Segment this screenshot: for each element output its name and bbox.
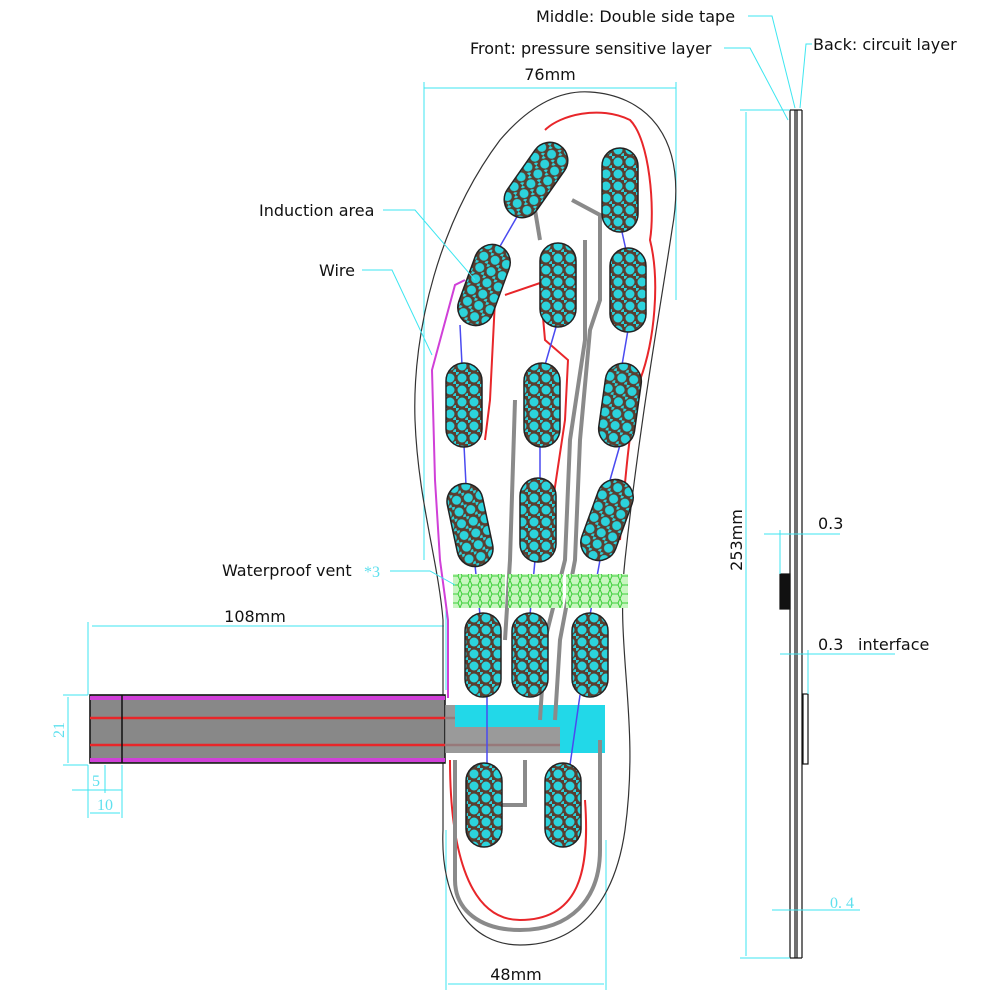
dim-tail-10: 10 xyxy=(97,797,113,814)
induction-sensor-2 xyxy=(601,147,639,233)
dim-heel xyxy=(445,830,607,990)
thickness-front-label: 0.3 xyxy=(818,514,843,533)
induction-sensor-9 xyxy=(446,482,494,568)
induction-sensor-14 xyxy=(571,612,609,698)
vent-1 xyxy=(453,574,505,608)
side-view xyxy=(779,109,809,959)
callout-leaders xyxy=(362,15,812,586)
induction-sensor-12 xyxy=(464,612,502,698)
interface-label: interface xyxy=(858,635,929,654)
dim-heel-label: 48mm xyxy=(490,965,542,984)
insole-outline xyxy=(89,91,677,946)
induction-sensors xyxy=(445,141,647,848)
wire-trace xyxy=(430,279,466,698)
induction-sensor-6 xyxy=(445,362,483,448)
induction-area-label: Induction area xyxy=(259,201,374,220)
wire-label: Wire xyxy=(319,261,355,280)
induction-sensor-3 xyxy=(457,243,511,327)
dim-tail-width: 21 xyxy=(51,722,68,738)
induction-sensor-15 xyxy=(465,762,503,848)
induction-sensor-8 xyxy=(597,362,643,448)
front-layer-label: Front: pressure sensitive layer xyxy=(470,39,712,58)
induction-sensor-11 xyxy=(580,478,634,562)
back-layer-label: Back: circuit layer xyxy=(813,35,957,54)
induction-sensor-10 xyxy=(519,477,557,563)
induction-sensor-16 xyxy=(544,762,582,848)
thickness-total-label: 0. 4 xyxy=(830,895,854,912)
waterproof-vent-label: Waterproof vent xyxy=(222,561,352,580)
vent-3 xyxy=(566,574,628,608)
vent-count-label: *3 xyxy=(364,564,380,581)
tail-cable xyxy=(89,694,605,764)
induction-sensor-7 xyxy=(523,362,561,448)
induction-sensor-13 xyxy=(511,612,549,698)
waterproof-vents xyxy=(453,574,628,608)
dim-tail xyxy=(63,610,447,818)
thickness-back-label: 0.3 xyxy=(818,635,843,654)
induction-sensor-4 xyxy=(539,242,577,328)
induction-sensor-1 xyxy=(503,141,569,219)
induction-sensor-5 xyxy=(609,247,647,333)
dim-tail-5: 5 xyxy=(92,773,100,790)
dim-width-top-label: 76mm xyxy=(524,65,576,84)
dim-length-label: 253mm xyxy=(727,509,746,571)
side-dims xyxy=(740,109,895,959)
vent-2 xyxy=(508,574,563,608)
dim-tail-label: 108mm xyxy=(224,607,286,626)
middle-layer-label: Middle: Double side tape xyxy=(536,7,735,26)
